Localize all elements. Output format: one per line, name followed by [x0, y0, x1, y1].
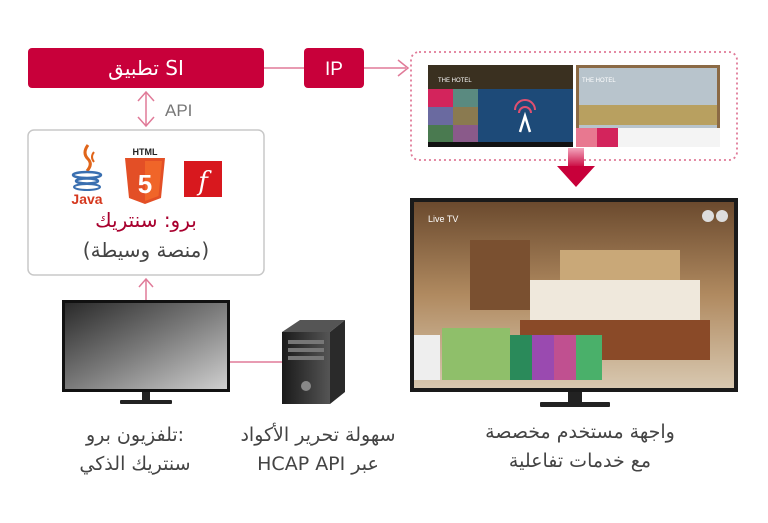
caption-server: سهولة تحرير الأكواد HCAP API عبر [240, 423, 395, 475]
html-label: HTML [133, 147, 158, 157]
si-app-label: تطبيق SI [108, 56, 184, 80]
hotel-welcome-screen: THE HOTEL [576, 65, 720, 147]
caption-ui: واجهة مستخدم مخصصة مع خدمات تفاعلية [485, 421, 675, 472]
caption-line: تلفزيون برو: [85, 424, 184, 446]
pro-centric-tv-image [62, 300, 230, 404]
hotel-title: THE HOTEL [582, 78, 616, 84]
live-tv-menu-screen: THE HOTEL [428, 65, 573, 147]
down-arrow-icon [557, 148, 595, 187]
api-double-arrow-icon [137, 90, 155, 128]
java-label: Java [71, 191, 102, 207]
caption-line: سنتريك الذكي [79, 453, 190, 475]
caption-line: مع خدمات تفاعلية [509, 450, 651, 472]
java-icon: Java [71, 144, 103, 207]
live-tv-label: Live TV [428, 214, 458, 224]
api-label: API [165, 101, 192, 120]
svg-text:5: 5 [138, 169, 152, 199]
platform-title: برو: سنتريك [95, 208, 197, 232]
caption-line: واجهة مستخدم مخصصة [485, 421, 675, 443]
html5-icon: HTML 5 [125, 147, 165, 204]
custom-ui-tv-image: Live TV [410, 198, 738, 407]
server-icon [282, 320, 345, 404]
ip-box: IP [304, 48, 364, 88]
caption-line: سهولة تحرير الأكواد [240, 423, 395, 446]
hotel-title: THE HOTEL [438, 78, 472, 84]
caption-line: HCAP API عبر [257, 453, 379, 475]
arrow-head-icon [397, 59, 410, 77]
ip-label: IP [325, 59, 343, 80]
flash-icon: f [184, 161, 222, 197]
si-app-box: تطبيق SI [28, 48, 264, 88]
up-arrow-icon [138, 277, 154, 300]
platform-subtitle: (منصة وسيطة) [83, 238, 209, 262]
caption-tv: تلفزيون برو: سنتريك الذكي [79, 424, 190, 475]
antenna-icon [518, 111, 532, 133]
